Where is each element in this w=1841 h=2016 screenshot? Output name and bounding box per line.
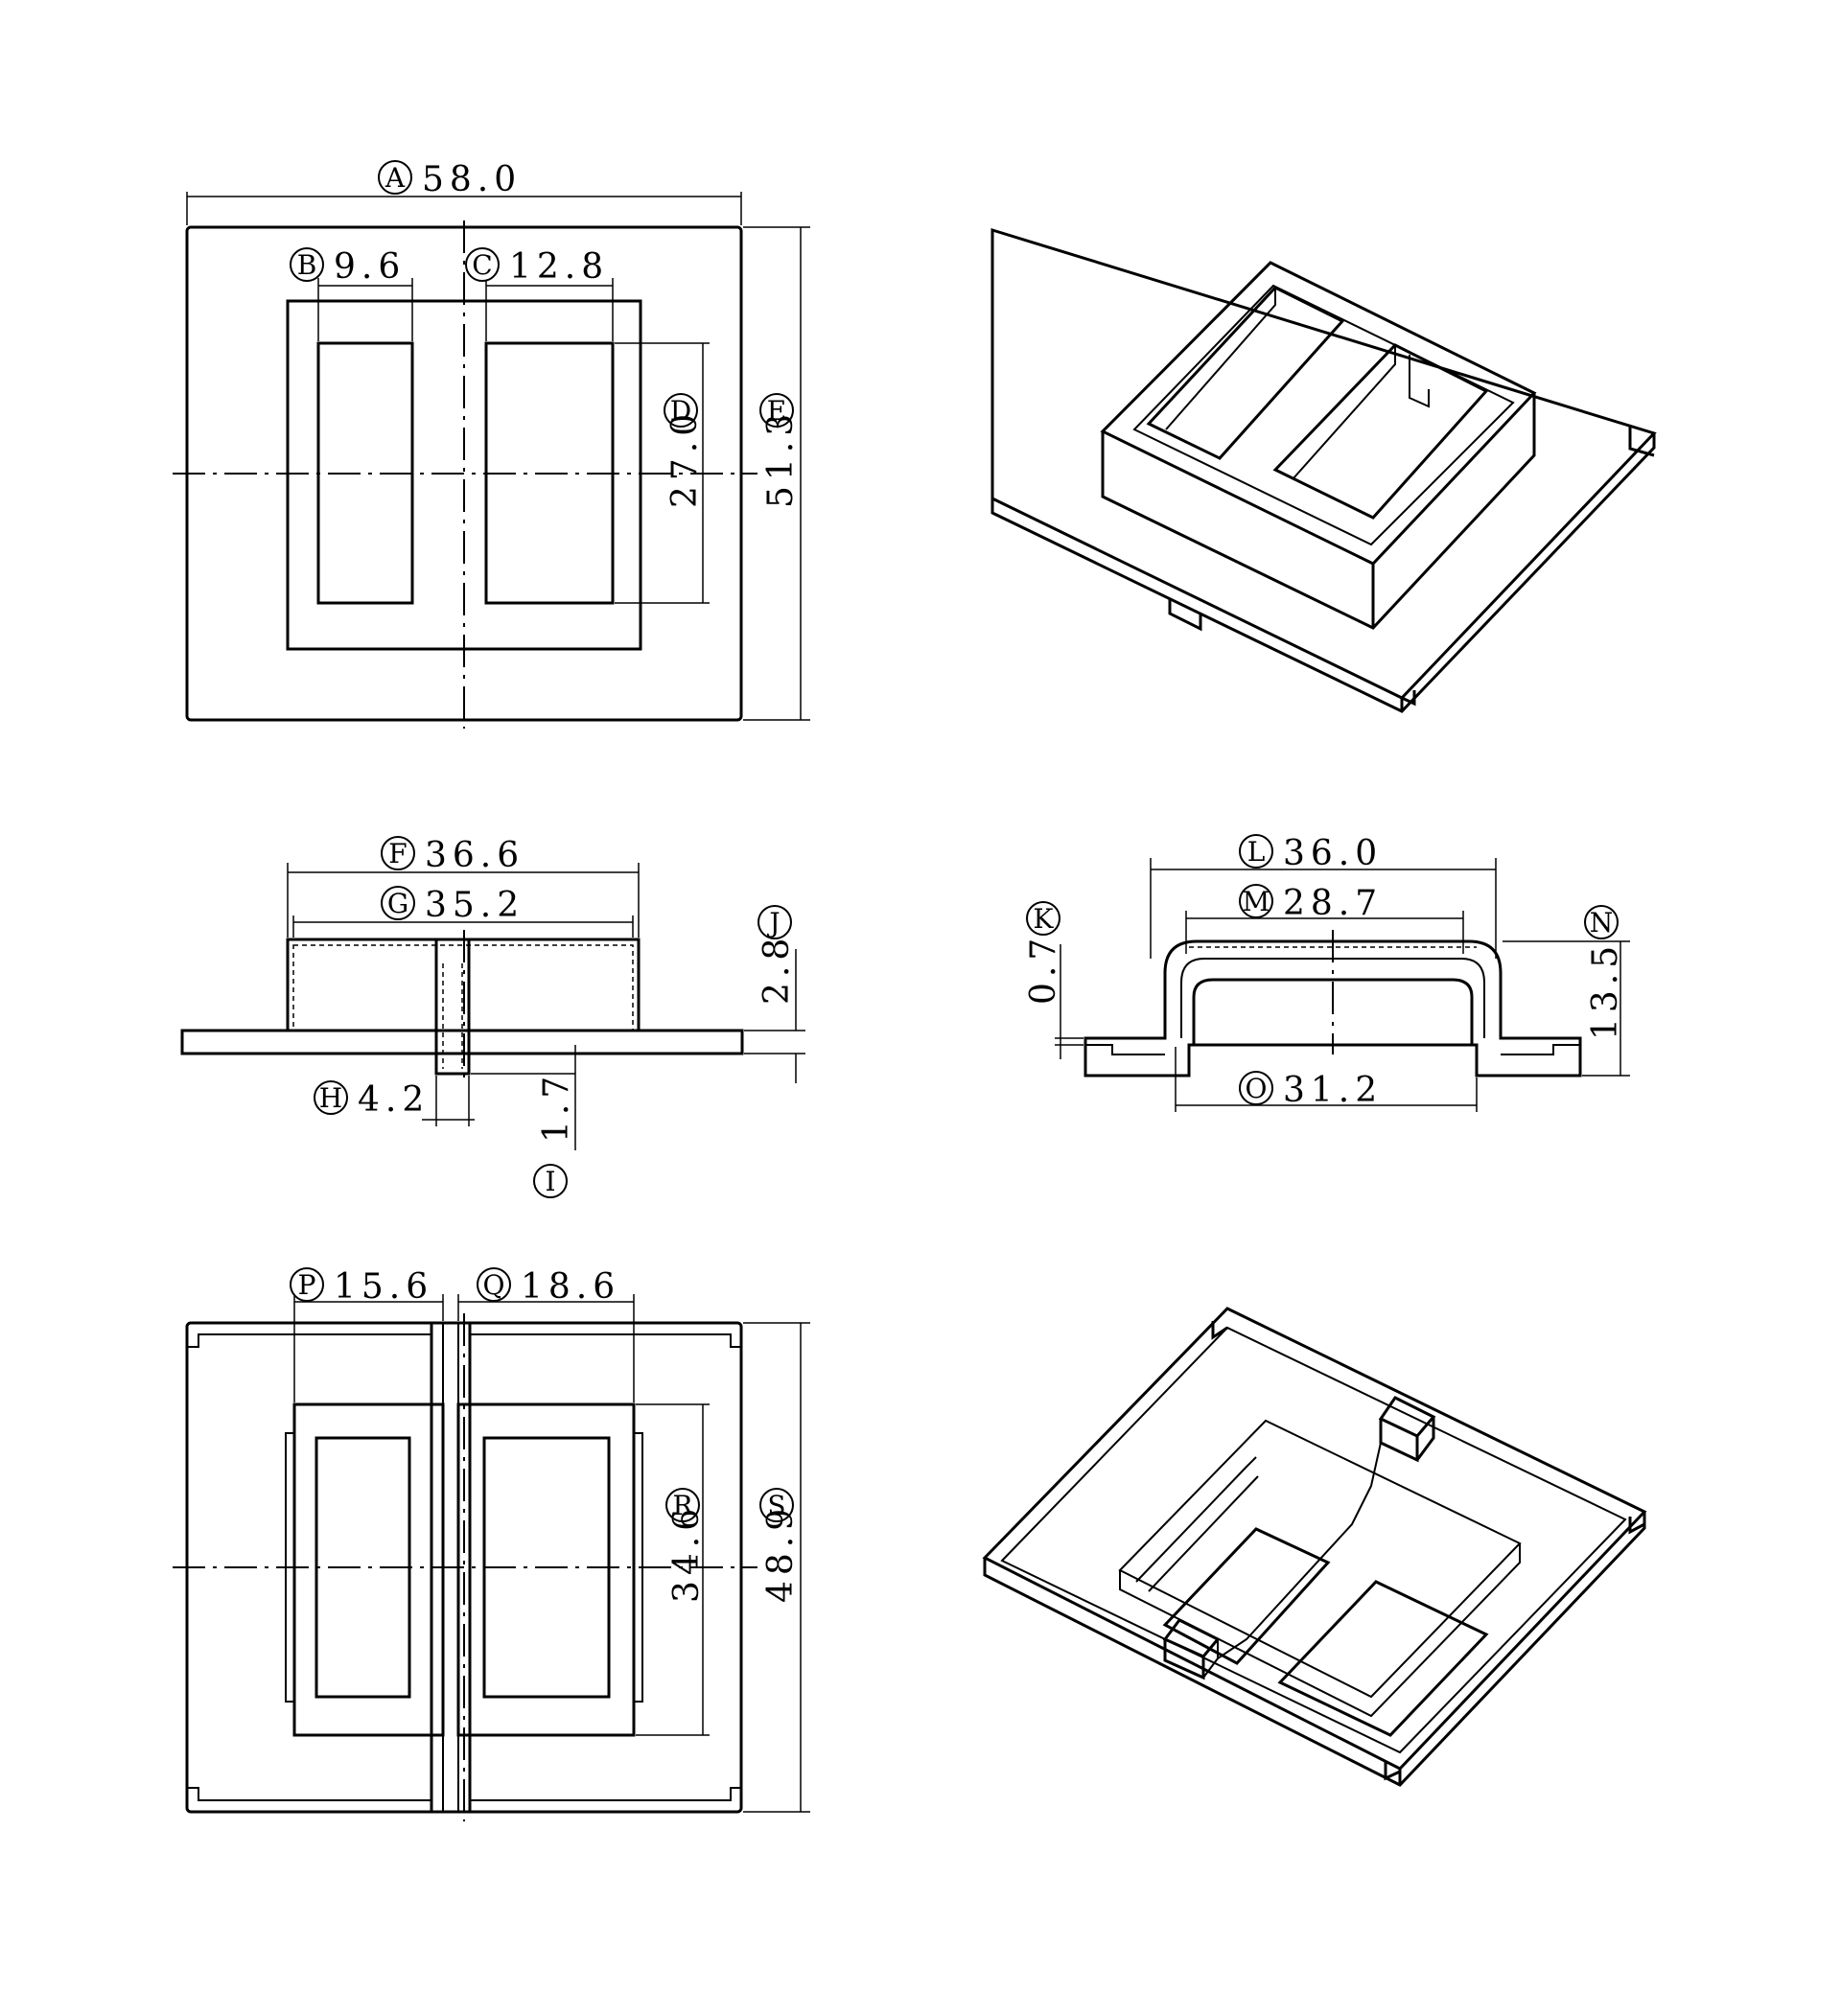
dimension-value: 31.2 xyxy=(1283,1071,1383,1110)
dimension-letter-circle xyxy=(1239,884,1273,918)
side-front-tab xyxy=(434,938,471,1076)
dimension-letter-circle xyxy=(465,247,500,282)
dimension-r: R34.6 xyxy=(665,1488,707,1603)
dimension-letter: K xyxy=(1034,903,1055,935)
dimension-value: 27.0 xyxy=(665,408,705,508)
isometric-view-bottom xyxy=(982,1307,1647,1787)
dimension-n: N13.5 xyxy=(1584,905,1625,1040)
dimension-value: 34.6 xyxy=(667,1503,707,1603)
dimension-h: H 4.2 xyxy=(314,1080,430,1120)
dimension-letter: J xyxy=(766,907,780,938)
iso-bottom-ridge-top xyxy=(1378,1396,1436,1438)
dimension-value: 51.3 xyxy=(761,408,801,508)
dimension-d: D27.0 xyxy=(664,393,705,508)
dimension-letter: R xyxy=(672,1490,693,1521)
dimension-letter: S xyxy=(767,1490,785,1521)
dimension-i: I 1.7 xyxy=(533,1071,576,1198)
dimension-letter-circle xyxy=(665,1488,700,1522)
isometric-view-top xyxy=(990,227,1657,713)
dimension-l: L 36.0 xyxy=(1239,834,1383,873)
dimension-letter: H xyxy=(319,1082,342,1114)
dimension-value: 15.6 xyxy=(334,1267,433,1307)
dimension-f: F 36.6 xyxy=(381,836,524,875)
dimension-value: 48.9 xyxy=(761,1503,801,1603)
dimension-letter-circle xyxy=(664,393,698,428)
dimension-letter-circle xyxy=(314,1080,348,1115)
dimension-value: 12.8 xyxy=(509,247,609,287)
dimension-letter-circle xyxy=(533,1164,568,1198)
dimension-letter-circle xyxy=(378,160,412,195)
dimension-letter-circle xyxy=(1239,1071,1273,1105)
side-end-profile xyxy=(1084,939,1582,1078)
dimension-value: 18.6 xyxy=(521,1267,620,1307)
dimension-m: M 28.7 xyxy=(1239,884,1383,923)
dimension-letter-circle xyxy=(1026,901,1060,936)
dimension-letter: G xyxy=(387,888,408,919)
dimension-letter: A xyxy=(385,162,406,194)
dimension-a: A 58.0 xyxy=(378,160,522,199)
dimension-q: Q 18.6 xyxy=(477,1267,620,1307)
bottom-view xyxy=(173,1294,810,1821)
dimension-letter-circle xyxy=(1584,905,1619,939)
dimension-letter: P xyxy=(298,1269,316,1301)
iso-bottom-window-left xyxy=(1162,1527,1331,1665)
dimension-letter: E xyxy=(767,395,786,427)
dimension-letter: B xyxy=(297,249,317,281)
dimension-letter: N xyxy=(1590,907,1614,938)
dimension-s: S48.9 xyxy=(759,1488,801,1603)
dimension-letter: M xyxy=(1243,886,1270,917)
dimension-letter: D xyxy=(670,395,691,427)
dimension-value: 36.0 xyxy=(1283,834,1383,873)
iso-bottom-window-right xyxy=(1277,1580,1489,1737)
dimension-letter: F xyxy=(388,838,407,869)
dimension-value: 28.7 xyxy=(1283,884,1383,923)
dimension-letter: I xyxy=(545,1166,555,1197)
dimension-letter-circle xyxy=(757,905,792,939)
dimension-value: 9.6 xyxy=(334,247,406,287)
dimension-letter-circle xyxy=(290,1267,324,1302)
dimension-value: 0.7 xyxy=(1024,933,1063,1005)
dimension-letter-circle xyxy=(759,1488,794,1522)
dimension-value: 36.6 xyxy=(425,836,524,875)
dimension-letter-circle xyxy=(381,836,415,870)
dimension-value: 35.2 xyxy=(425,886,524,925)
top-view xyxy=(173,192,810,729)
dimension-letter: O xyxy=(1246,1073,1268,1104)
dimension-letter-circle xyxy=(381,886,415,920)
dimension-g: G 35.2 xyxy=(381,886,524,925)
dimension-letter-circle xyxy=(477,1267,511,1302)
dimension-value: 13.5 xyxy=(1586,940,1625,1040)
iso-top-window-left xyxy=(1146,286,1345,460)
iso-top-window-right xyxy=(1272,343,1489,520)
dimension-k: K0.7 xyxy=(1024,901,1063,1005)
dimension-j: J2.8 xyxy=(757,905,797,1005)
dimension-e: E51.3 xyxy=(759,393,801,508)
dimension-b: B 9.6 xyxy=(290,247,406,287)
dimension-value: 4.2 xyxy=(358,1080,430,1120)
dimension-letter: L xyxy=(1247,836,1266,868)
dimension-p: P 15.6 xyxy=(290,1267,433,1307)
dimension-letter-circle xyxy=(290,247,324,282)
dimension-o: O 31.2 xyxy=(1239,1071,1383,1110)
side-view-front xyxy=(180,863,805,1150)
iso-top-plate xyxy=(990,227,1657,700)
dimension-letter: Q xyxy=(483,1269,505,1301)
dimension-value: 1.7 xyxy=(537,1071,576,1143)
side-view-end xyxy=(1055,858,1630,1112)
dimension-value: 2.8 xyxy=(757,933,797,1005)
dimension-value: 58.0 xyxy=(422,160,522,199)
dimension-letter: C xyxy=(472,249,492,281)
dimension-c: C 12.8 xyxy=(465,247,609,287)
dimension-letter-circle xyxy=(1239,834,1273,869)
dimension-letter-circle xyxy=(759,393,794,428)
